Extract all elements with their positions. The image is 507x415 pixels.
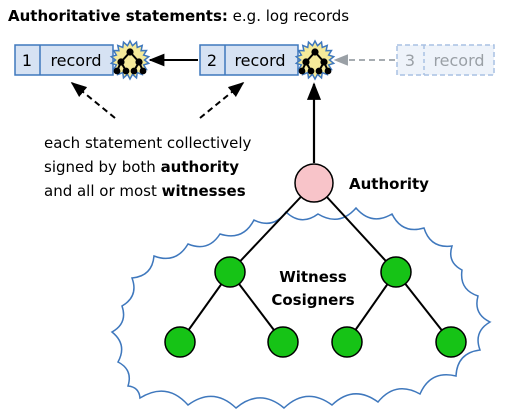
pointer-arrow-to-record-2 bbox=[199, 81, 245, 119]
signature-seal-icon bbox=[294, 39, 336, 81]
header-rest-label: e.g. log records bbox=[228, 7, 349, 25]
witness-node-right bbox=[380, 256, 412, 288]
explanation-line-3-pre: and all or most bbox=[44, 182, 162, 200]
explanation-line-1: each statement collectively bbox=[44, 134, 251, 152]
tree-icon bbox=[298, 48, 332, 75]
witness-node-leaf-1 bbox=[164, 326, 196, 358]
explanation-line-2-pre: signed by both bbox=[44, 158, 161, 176]
seal-star bbox=[109, 39, 151, 81]
cloud-label-line-1: Witness bbox=[279, 268, 347, 286]
witness-node-left bbox=[214, 256, 246, 288]
witness-node-leaf-3 bbox=[331, 326, 363, 358]
witness-node-leaf-2 bbox=[267, 326, 299, 358]
authority-label: Authority bbox=[349, 175, 429, 193]
explanation-authority-word: authority bbox=[161, 158, 240, 176]
explanation-line-2: signed by both authority bbox=[44, 158, 239, 176]
record-3: 3 record bbox=[396, 44, 495, 76]
seal-star bbox=[294, 39, 336, 81]
record-1-number: 1 bbox=[22, 51, 32, 70]
authority-node bbox=[294, 163, 334, 203]
tree-icon bbox=[113, 48, 147, 75]
signature-seal-icon bbox=[109, 39, 151, 81]
explanation-line-3: and all or most witnesses bbox=[44, 182, 246, 200]
record-1-label: record bbox=[50, 51, 101, 70]
pointer-arrow-to-record-1 bbox=[70, 81, 116, 119]
record-3-label: record bbox=[433, 51, 484, 70]
edge-authority-right bbox=[313, 182, 397, 273]
edge-authority-left bbox=[229, 182, 315, 273]
witness-node-leaf-4 bbox=[435, 326, 467, 358]
cloud-label-line-2: Cosigners bbox=[271, 291, 354, 309]
record-1: 1 record bbox=[14, 44, 114, 76]
record-2: 2 record bbox=[199, 44, 299, 76]
record-2-label: record bbox=[234, 51, 285, 70]
record-1-box bbox=[14, 44, 114, 76]
record-2-number: 2 bbox=[207, 51, 217, 70]
header-title: Authoritative statements: e.g. log recor… bbox=[8, 7, 349, 25]
record-3-box bbox=[396, 44, 495, 76]
explanation-witnesses-word: witnesses bbox=[162, 182, 246, 200]
header-bold-label: Authoritative statements: bbox=[8, 7, 228, 25]
record-2-box bbox=[199, 44, 299, 76]
record-3-number: 3 bbox=[405, 51, 415, 70]
